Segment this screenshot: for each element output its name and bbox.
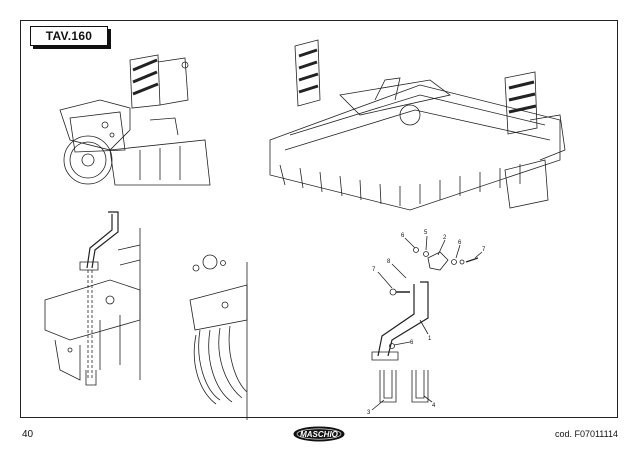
- document-code: cod. F07011114: [554, 429, 618, 439]
- exploded-parts-right: [371, 235, 483, 411]
- side-view-illustration: [59, 54, 211, 186]
- callout-8: 8: [387, 259, 391, 265]
- callout-5: 5: [424, 230, 428, 236]
- callout-2: 2: [443, 235, 447, 241]
- callout-6b: 6: [458, 240, 462, 246]
- logo-text: MASCHIO: [300, 430, 339, 439]
- tine-detail-middle: [189, 254, 248, 420]
- page-number: 40: [22, 429, 34, 440]
- callout-6a: 6: [401, 233, 405, 239]
- bracket-detail-left: [44, 211, 141, 386]
- callout-6c: 6: [410, 340, 414, 346]
- page-frame: [20, 20, 618, 418]
- callout-3: 3: [367, 410, 371, 416]
- isometric-view-illustration: [269, 39, 566, 211]
- callout-7a: 7: [482, 247, 486, 253]
- callout-4: 4: [432, 403, 436, 409]
- maschio-logo: MASCHIO: [293, 426, 345, 442]
- callout-7b: 7: [372, 267, 376, 273]
- table-label: TAV.160: [30, 26, 108, 46]
- callout-1: 1: [428, 336, 432, 342]
